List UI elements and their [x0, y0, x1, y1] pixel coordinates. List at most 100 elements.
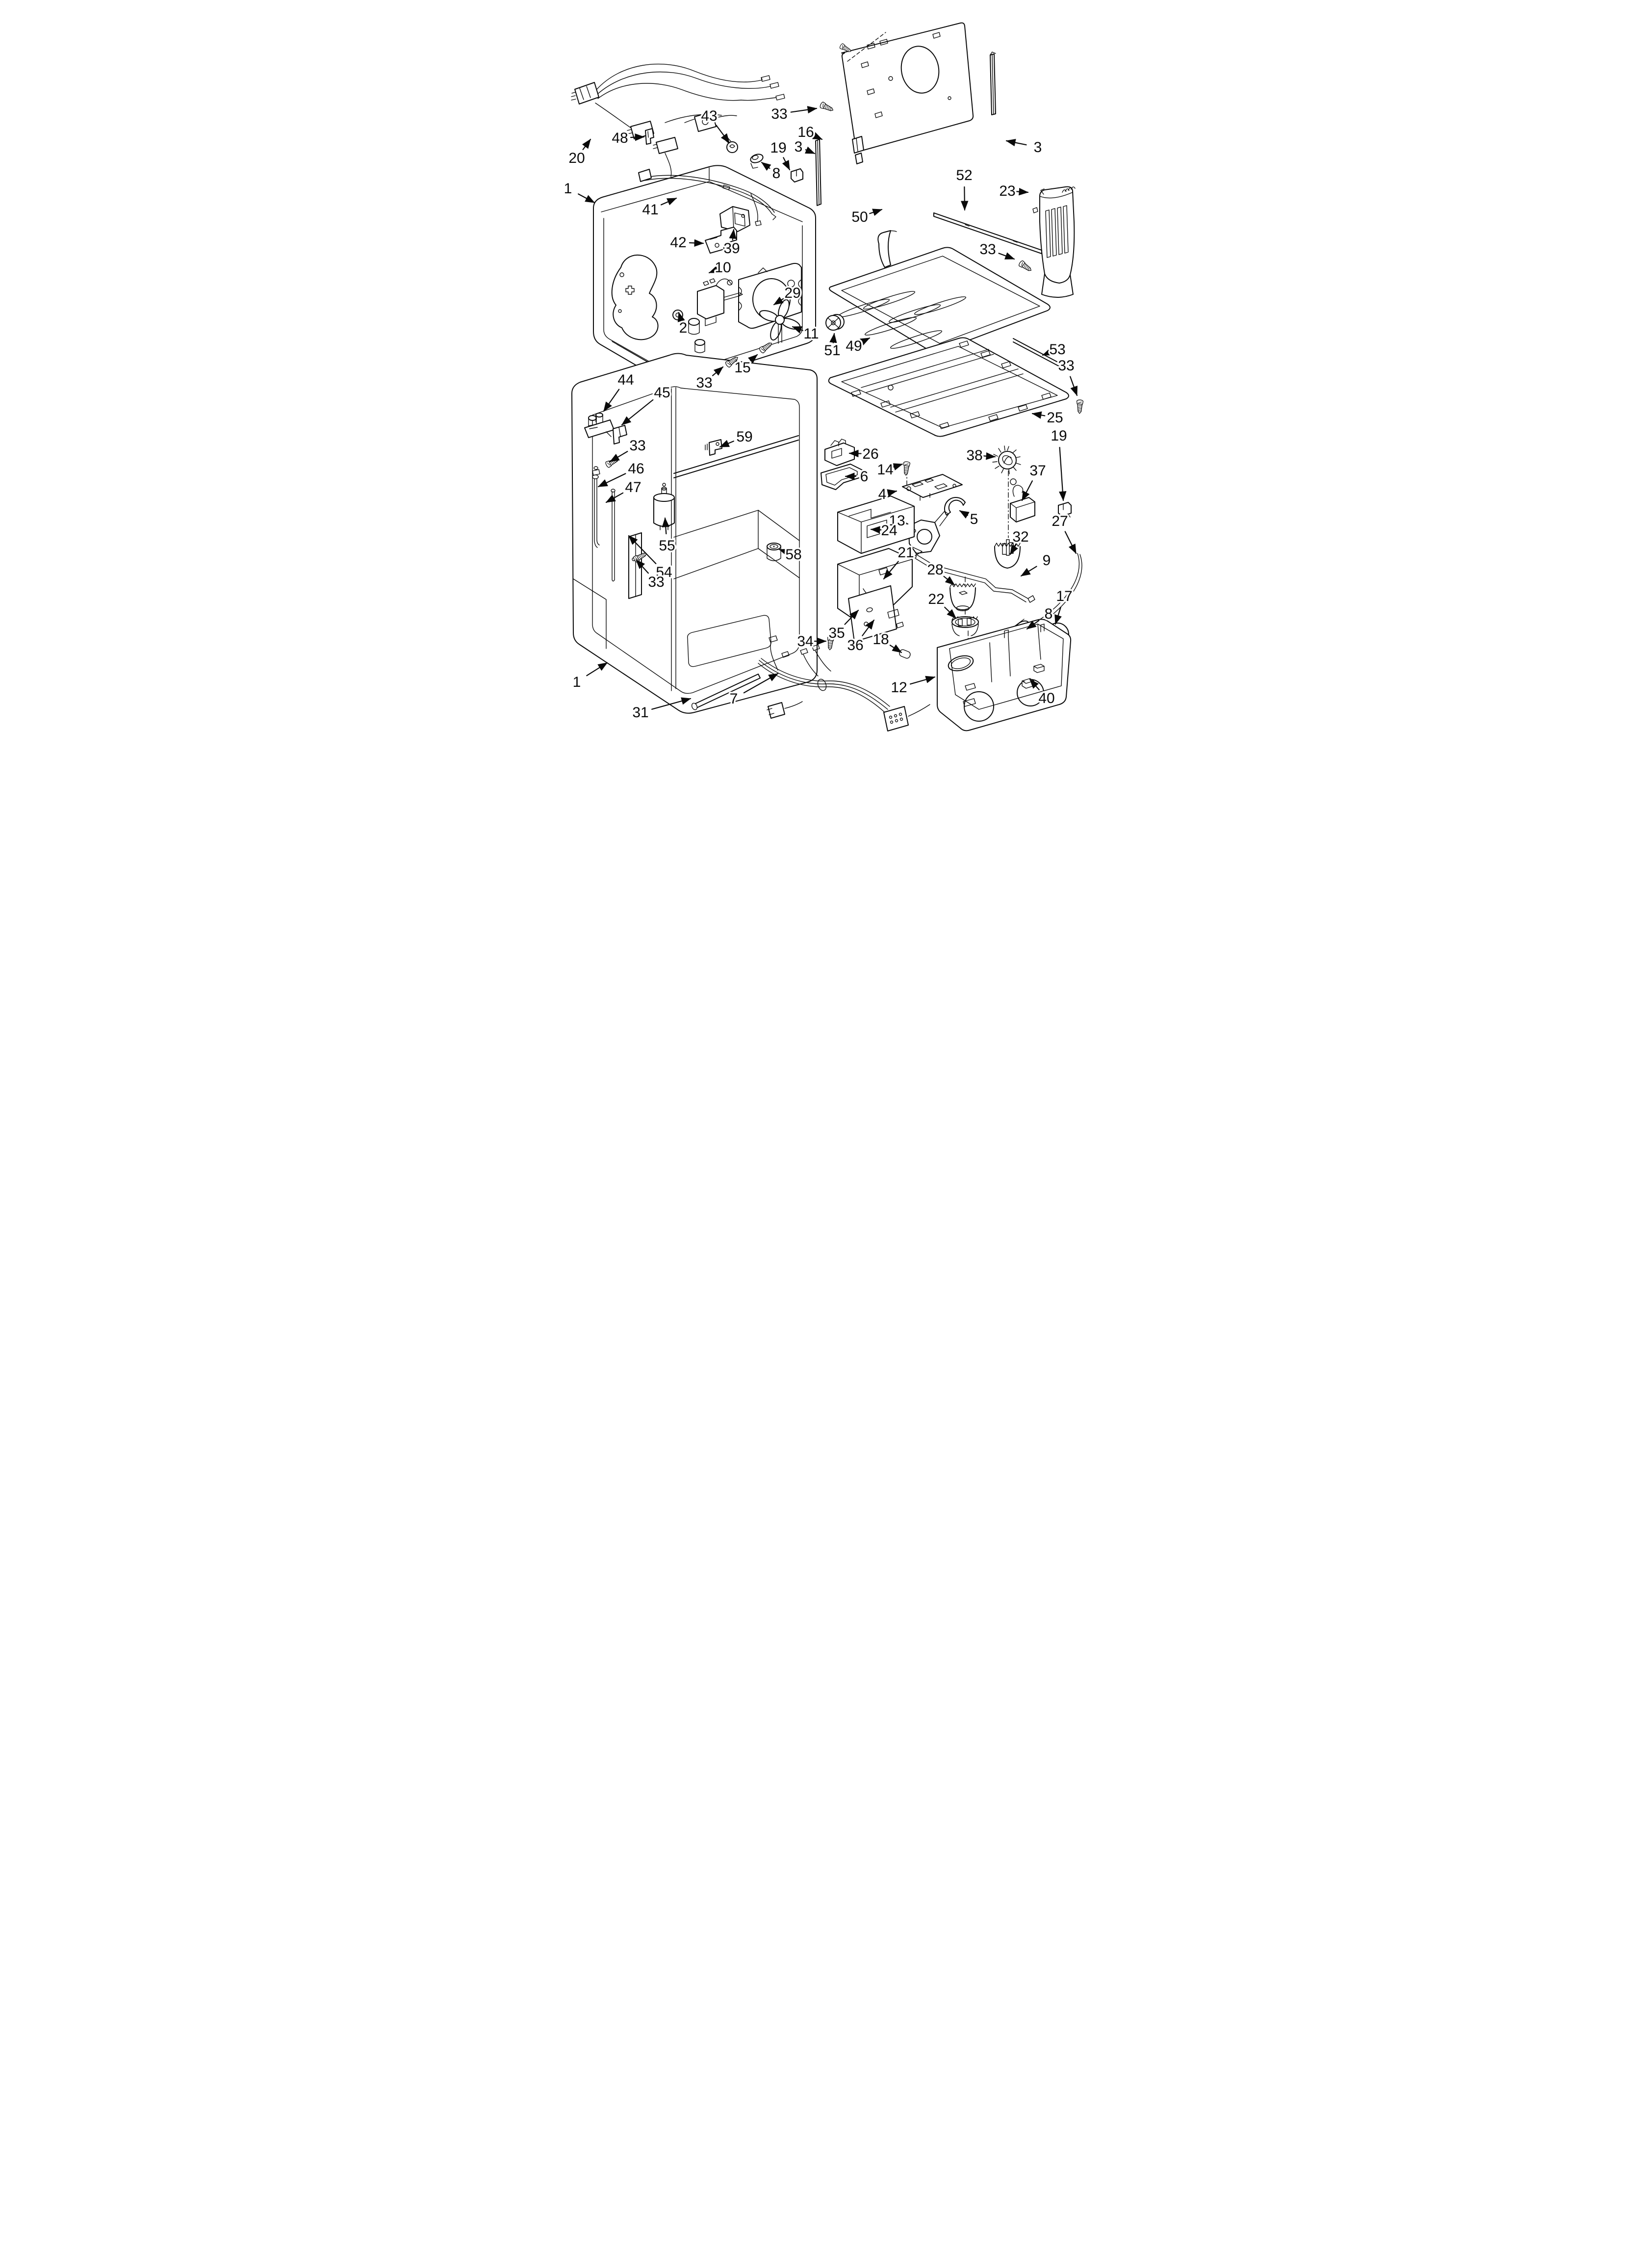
- callout-24: 24: [870, 521, 899, 541]
- callout-label: 19: [770, 140, 786, 156]
- callout-arrow: [944, 606, 957, 619]
- drier-55: [653, 483, 675, 530]
- callout-arrow: [578, 193, 595, 204]
- channel-54: [628, 532, 642, 599]
- wiring-harness-top: [571, 63, 785, 177]
- callout-arrow: [662, 517, 669, 535]
- drain-pan: [825, 230, 1051, 353]
- callout-label: 48: [612, 130, 628, 146]
- callout-arrow: [1064, 531, 1077, 554]
- callout-label: 3: [795, 139, 803, 155]
- air-duct-24: [837, 495, 915, 554]
- callout-arrow: [1005, 139, 1027, 147]
- clip-48: [645, 128, 654, 145]
- cap-40b: [1033, 664, 1045, 673]
- callout-label: 43: [701, 108, 717, 124]
- callout-38: 38: [965, 446, 996, 466]
- callout-label: 55: [659, 538, 675, 554]
- callout-6: 6: [845, 467, 870, 487]
- screw-33-far-right: [1076, 399, 1084, 414]
- callout-arrow: [862, 619, 875, 636]
- callout-22: 22: [926, 590, 957, 619]
- callout-arrow: [1029, 678, 1040, 691]
- callout-arrow: [869, 209, 883, 216]
- bracket-26: [824, 439, 855, 466]
- callout-48: 48: [610, 129, 645, 148]
- callout-7: 7: [728, 673, 779, 709]
- callout-arrow: [887, 489, 898, 497]
- console-assembly: [937, 619, 1072, 731]
- callout-label: 15: [734, 360, 750, 376]
- callout-5: 5: [959, 510, 980, 529]
- callout-label: 52: [956, 167, 972, 183]
- callout-49: 49: [844, 337, 871, 356]
- callout-label: 46: [628, 461, 644, 477]
- callout-label: 38: [966, 447, 982, 464]
- callout-15: 15: [733, 354, 758, 378]
- callout-arrow: [889, 644, 902, 653]
- callout-label: 33: [648, 574, 664, 590]
- callout-18: 18: [871, 630, 902, 653]
- callout-label: 10: [715, 260, 731, 276]
- callout-label: 6: [860, 469, 869, 485]
- thermostat-37: [1010, 478, 1035, 522]
- callout-label: 14: [877, 462, 893, 478]
- callout-45: 45: [621, 383, 672, 426]
- callout-9: 9: [1020, 551, 1052, 577]
- callout-arrow: [844, 609, 859, 625]
- callout-16: 16: [796, 123, 823, 142]
- callout-1: 1: [562, 179, 595, 204]
- callout-label: 50: [851, 209, 868, 225]
- callout-arrow: [1070, 376, 1078, 396]
- callout-arrow: [747, 354, 758, 364]
- callout-label: 47: [625, 479, 641, 495]
- callout-label: 19: [1051, 428, 1067, 444]
- callout-arrow: [635, 559, 649, 574]
- lever-13: [908, 511, 949, 560]
- callout-arrow: [603, 389, 620, 412]
- callout-label: 3: [1034, 139, 1042, 156]
- callout-33: 33: [978, 240, 1015, 260]
- callout-arrow: [892, 463, 903, 470]
- callout-label: 27: [1052, 513, 1068, 529]
- callout-arrow: [716, 125, 730, 144]
- drain-tube-31: [693, 674, 761, 709]
- callout-label: 13: [889, 513, 905, 529]
- callout-33: 33: [1056, 356, 1078, 396]
- control-board-4: [902, 474, 963, 501]
- callout-label: 42: [670, 235, 686, 251]
- callout-33: 33: [770, 104, 818, 124]
- callout-arrow: [1059, 446, 1067, 501]
- callout-arrow: [812, 132, 823, 140]
- callout-label: 4: [878, 486, 887, 502]
- callout-label: 29: [784, 285, 800, 301]
- clip-19-right: [1058, 502, 1072, 517]
- callout-label: 5: [970, 511, 978, 527]
- rail-53: [1013, 338, 1062, 368]
- callout-50: 50: [850, 208, 883, 227]
- callout-31: 31: [631, 697, 692, 723]
- cup-58: [767, 543, 781, 561]
- callout-47: 47: [605, 478, 643, 503]
- callout-label: 28: [927, 562, 943, 578]
- callout-arrow: [961, 186, 969, 211]
- water-valve-cluster: [584, 413, 781, 599]
- callout-arrow: [1042, 348, 1053, 356]
- retainer-clip-5: [944, 496, 966, 516]
- callout-arrow: [909, 676, 936, 685]
- callout-54: 54: [628, 535, 674, 582]
- callout-label: 33: [979, 241, 996, 258]
- linkage-9: [909, 546, 1035, 603]
- gasket-6: [821, 464, 863, 490]
- callout-label: 21: [898, 545, 914, 561]
- callout-arrow: [1026, 620, 1040, 630]
- callout-11: 11: [792, 324, 821, 344]
- callout-arrow: [883, 561, 899, 580]
- callout-34: 34: [795, 632, 827, 652]
- grommet-2: [672, 310, 683, 320]
- callout-arrow: [898, 518, 909, 525]
- callout-arrow: [761, 161, 771, 171]
- callout-label: 59: [736, 429, 752, 445]
- callout-arrow: [708, 266, 719, 274]
- callout-arrow: [605, 492, 624, 503]
